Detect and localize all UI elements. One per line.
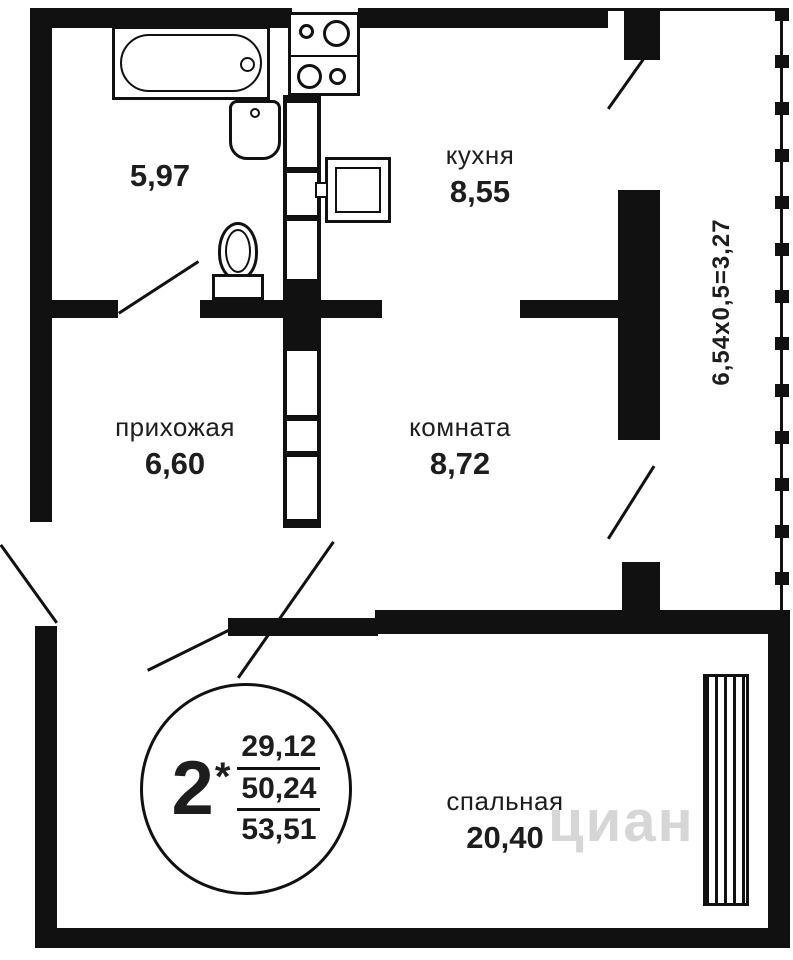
room-label-hallway: прихожая [115, 412, 235, 442]
wall-bedroom-top-left [228, 618, 378, 636]
room-area-kitchen: 8,55 [449, 174, 511, 209]
wall-left-upper [30, 8, 52, 522]
door-swing-bathroom [118, 260, 200, 315]
door-swing-room-balcony [607, 465, 656, 540]
wall-mid-right [520, 300, 620, 318]
wall-top-kitchen [358, 8, 608, 28]
total-area-value: 53,51 [241, 813, 317, 847]
living-area-value: 29,12 [237, 728, 321, 770]
shaft-slot [287, 173, 317, 215]
shaft-slot [287, 457, 317, 519]
bathtub-icon [112, 26, 270, 100]
room-area-living-room: 8,72 [429, 446, 491, 481]
balcony-dimension-label: 6,54x0,5=3,27 [708, 218, 735, 386]
star-mark: * [214, 755, 231, 799]
shaft-slot [287, 103, 317, 167]
bedroom-window-strip [703, 674, 749, 906]
wall-left-lower [35, 626, 57, 948]
room-label-living-room: комната [409, 412, 511, 442]
wall-top-right-stub [624, 8, 660, 60]
room-area-hallway: 6,60 [144, 446, 206, 481]
area-values: 29,12 50,24 53,51 [237, 728, 321, 849]
washbasin-icon [229, 100, 281, 160]
door-swing-entrance [0, 544, 59, 624]
door-swing-bedroom-short [147, 625, 238, 672]
kitchen-sink-icon [315, 157, 391, 223]
shaft-slot [287, 351, 317, 415]
wall-mid-left [30, 300, 118, 318]
toilet-icon [210, 222, 266, 302]
room-label-kitchen: кухня [445, 140, 515, 170]
room-area-bedroom: 20,40 [466, 820, 544, 855]
wall-balcony-pier [618, 190, 660, 440]
wall-balcony-stub-lower [622, 562, 660, 614]
wall-bedroom-top [375, 610, 790, 634]
area-without-balcony-value: 50,24 [237, 770, 321, 812]
door-swing-bedroom-long [237, 541, 335, 679]
room-area-bathroom: 5,97 [129, 158, 191, 193]
balcony-top-line [605, 8, 776, 11]
balcony-railing-line [780, 8, 783, 616]
shaft-slot [287, 221, 317, 279]
ventilation-shaft [283, 95, 321, 528]
rooms-count: 2* [171, 746, 231, 831]
wall-bottom [35, 928, 790, 948]
watermark: циан [548, 789, 695, 854]
stove-icon [288, 12, 360, 96]
shaft-slot [287, 421, 317, 451]
wall-right-lower [768, 612, 790, 948]
apartment-info-badge: 2* 29,12 50,24 53,51 [140, 683, 352, 895]
room-label-bedroom: спальная [446, 786, 564, 816]
wall-top-left [30, 8, 292, 28]
